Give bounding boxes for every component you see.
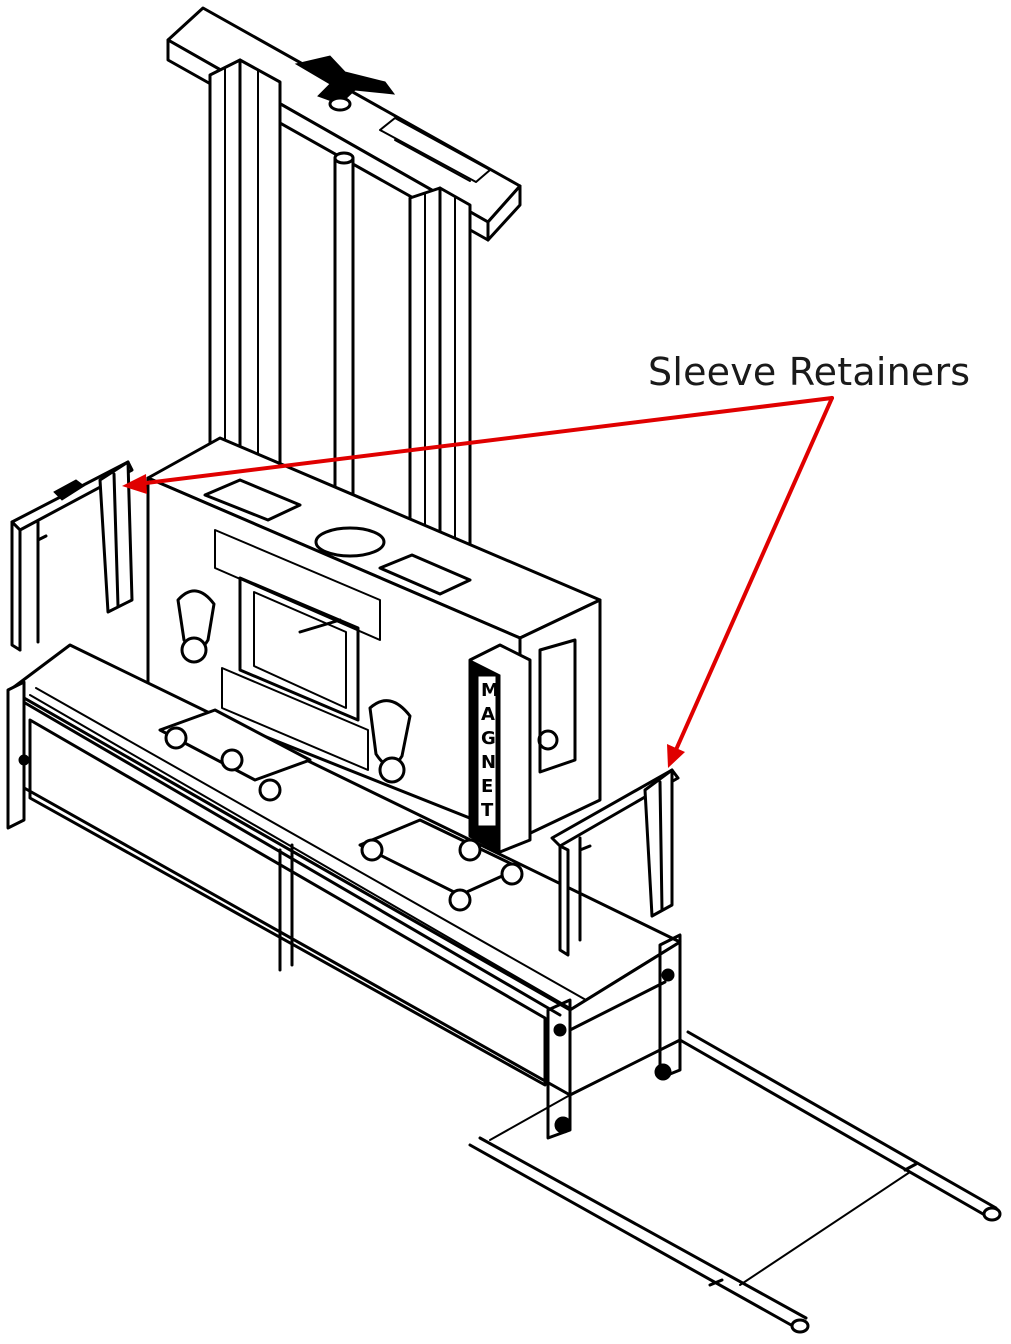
main-housing (146, 436, 602, 840)
mount-brackets (158, 708, 524, 912)
magnet-letter: A (481, 704, 495, 725)
callout-arrows (122, 396, 834, 768)
sleeve-retainer-right (550, 768, 680, 957)
magnet-letter: M (481, 680, 499, 701)
arrowhead-left (122, 474, 147, 494)
arrow-to-left-retainer (136, 396, 834, 486)
forks (468, 1030, 1002, 1334)
arrow-to-right-retainer (673, 396, 834, 754)
arrowhead-right (667, 744, 685, 768)
magnet-letter: N (481, 752, 496, 773)
magnet-letter: G (481, 728, 496, 749)
sleeve-retainers-label: Sleeve Retainers (648, 350, 971, 394)
sleeve-retainer-left (10, 460, 134, 652)
magnet-letter: T (481, 800, 494, 821)
magnet-letter: E (481, 776, 493, 797)
